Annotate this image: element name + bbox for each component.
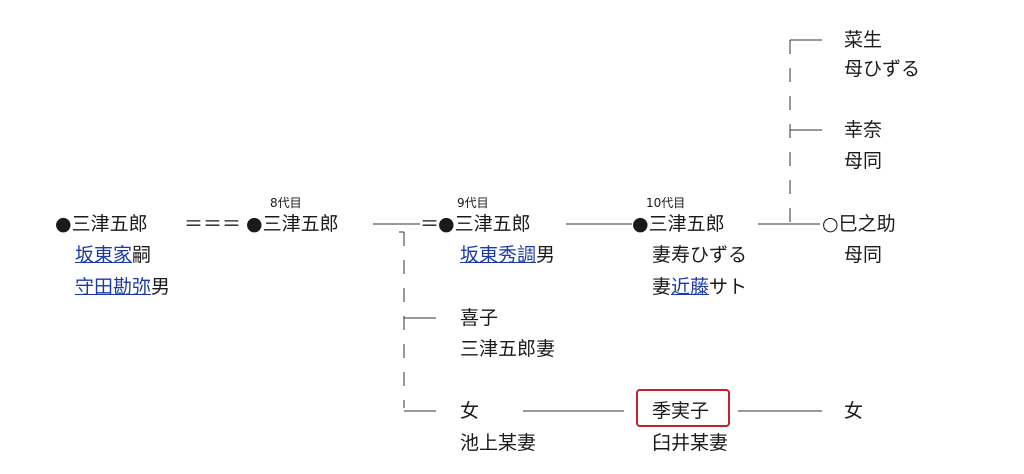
highlight-box [636, 389, 730, 427]
child-nao-name: 菜生 [844, 29, 883, 51]
link-bando-family[interactable]: 坂東家 [75, 244, 133, 266]
sibling-yoshiko-name: 喜子 [460, 307, 499, 329]
kimiko-note: 臼井某妻 [652, 432, 729, 454]
gen8-name: ●三津五郎 [246, 213, 339, 235]
child-minosuke-note: 母同 [844, 244, 883, 266]
sibling-onna-name: 女 [460, 400, 480, 422]
sibling-onna-note: 池上某妻 [460, 432, 537, 454]
child-nao-note: 母ひずる [844, 58, 921, 80]
root-origin-suffix: 男 [151, 276, 171, 298]
gen10-name: ●三津五郎 [632, 213, 725, 235]
kimiko-name: 季実子 [652, 400, 710, 422]
gen9-name: ●三津五郎 [438, 213, 531, 235]
gen10-wife2-suffix: サト [709, 276, 748, 298]
child-yukina-note: 母同 [844, 150, 883, 172]
gen10-wife2: 妻近藤サト [652, 276, 747, 298]
child-yukina-name: 幸奈 [844, 119, 883, 141]
link-kondo[interactable]: 近藤 [671, 276, 710, 298]
gen9-origin-line: 坂東秀調男 [460, 244, 555, 266]
gen9-origin-suffix: 男 [536, 244, 556, 266]
link-bando-shucho[interactable]: 坂東秀調 [460, 244, 537, 266]
root-heir-line: 坂東家嗣 [75, 244, 151, 266]
gen10-label: 10代目 [646, 196, 686, 210]
gen10-wife2-prefix: 妻 [652, 276, 672, 298]
gen9-prefix: ＝ [420, 213, 440, 235]
kimiko-child-name: 女 [844, 400, 864, 422]
gen9-label: 9代目 [457, 196, 489, 210]
root-origin-line: 守田勘弥男 [75, 276, 170, 298]
gen8-label: 8代目 [270, 196, 302, 210]
child-minosuke-name: ○巳之助 [822, 213, 896, 235]
gen10-wife1: 妻寿ひずる [652, 244, 748, 266]
adoption-connector: ＝＝＝ [184, 213, 242, 235]
link-morita-kanya[interactable]: 守田勘弥 [75, 276, 152, 298]
sibling-yoshiko-note: 三津五郎妻 [460, 338, 556, 360]
root-name: ●三津五郎 [55, 213, 148, 235]
root-heir-suffix: 嗣 [132, 244, 152, 266]
